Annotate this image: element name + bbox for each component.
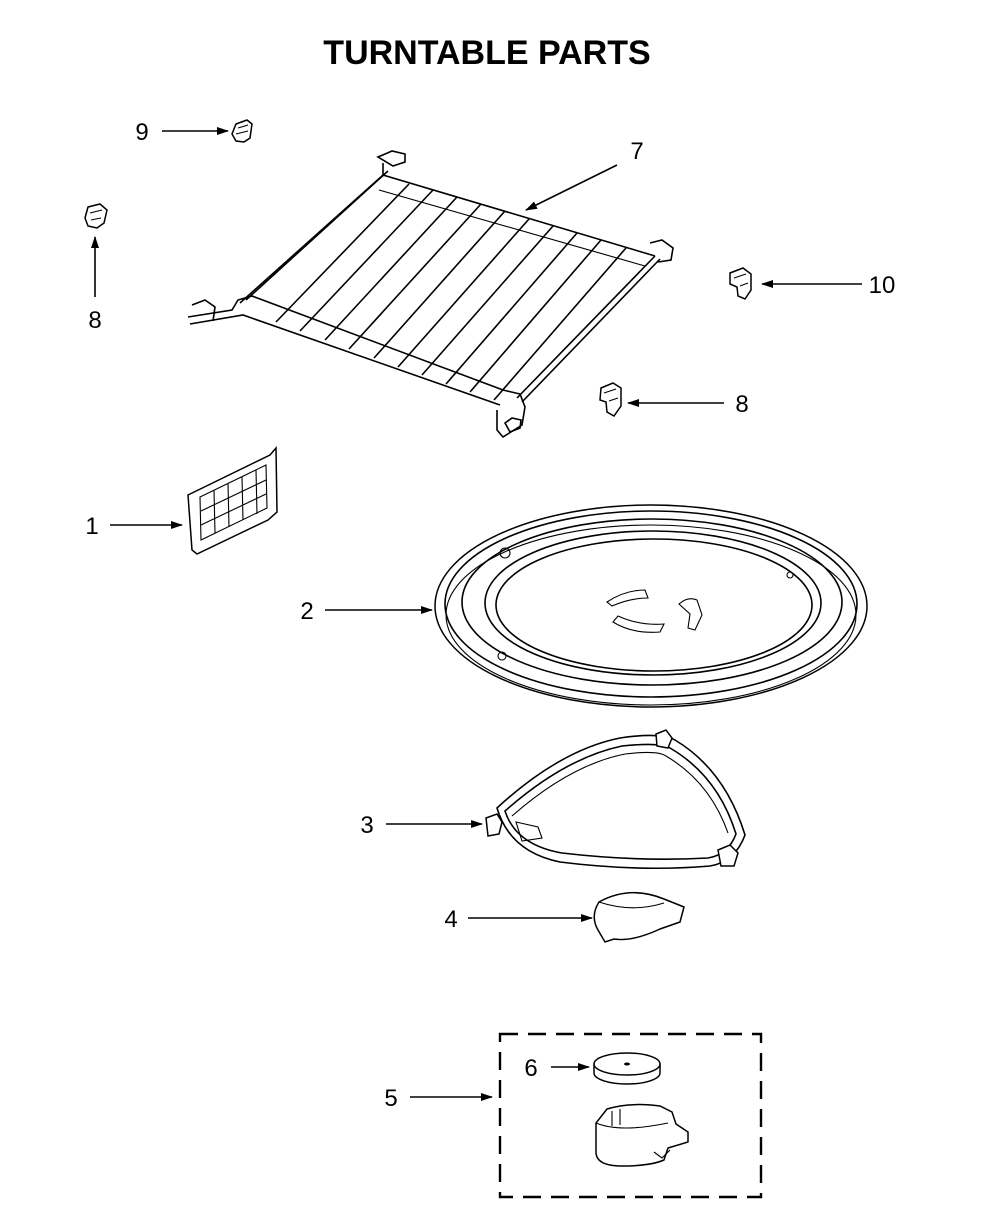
callout-8-left: 8 — [88, 307, 101, 334]
callout-5: 5 — [384, 1085, 397, 1112]
callout-3: 3 — [360, 812, 373, 839]
turntable-disc-part — [593, 1052, 661, 1085]
callout-1: 1 — [85, 513, 98, 540]
callout-10: 10 — [869, 272, 896, 299]
turntable-tray-part — [434, 504, 868, 708]
motor-assembly-group — [498, 1032, 763, 1199]
diagram-title: TURNTABLE PARTS — [323, 34, 650, 72]
clip-part-9 — [231, 119, 253, 143]
callout-4: 4 — [444, 906, 457, 933]
drive-motor-part — [595, 1103, 689, 1167]
callout-9: 9 — [135, 119, 148, 146]
callout-2: 2 — [300, 598, 313, 625]
leader-lines — [91, 127, 862, 1101]
callout-7: 7 — [630, 138, 643, 165]
clip-part-8-left — [84, 203, 108, 229]
mesh-cover-part — [187, 446, 278, 555]
wire-rack-part — [187, 150, 674, 439]
callout-6: 6 — [524, 1055, 537, 1082]
roller-guide-part — [485, 729, 746, 870]
callout-8-right: 8 — [735, 391, 748, 418]
coupler-part — [593, 891, 685, 943]
clip-part-10 — [729, 267, 752, 300]
clip-part-8-right — [599, 382, 622, 417]
